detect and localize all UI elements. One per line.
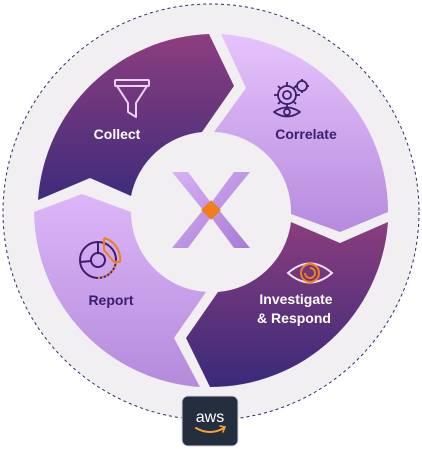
center-diamond-icon bbox=[201, 200, 221, 220]
investigate-label-line-1: Investigate bbox=[259, 291, 332, 307]
investigate-label-line-2: & Respond bbox=[257, 310, 331, 326]
report-label: Report bbox=[88, 292, 133, 308]
x-logo-icon bbox=[172, 172, 250, 248]
segment-investigate[interactable] bbox=[186, 222, 388, 388]
aws-text: aws bbox=[196, 409, 224, 426]
segment-correlate[interactable] bbox=[214, 34, 389, 232]
pie-chart-icon bbox=[79, 237, 122, 279]
correlate-label: Correlate bbox=[275, 126, 337, 142]
eye-icon bbox=[286, 262, 334, 284]
amazon-smile-icon bbox=[195, 427, 225, 433]
gears-eye-icon bbox=[273, 79, 309, 118]
aws-badge: aws bbox=[181, 395, 239, 447]
funnel-icon bbox=[114, 79, 150, 118]
segment-report[interactable] bbox=[34, 194, 206, 387]
collect-label: Collect bbox=[94, 126, 141, 142]
